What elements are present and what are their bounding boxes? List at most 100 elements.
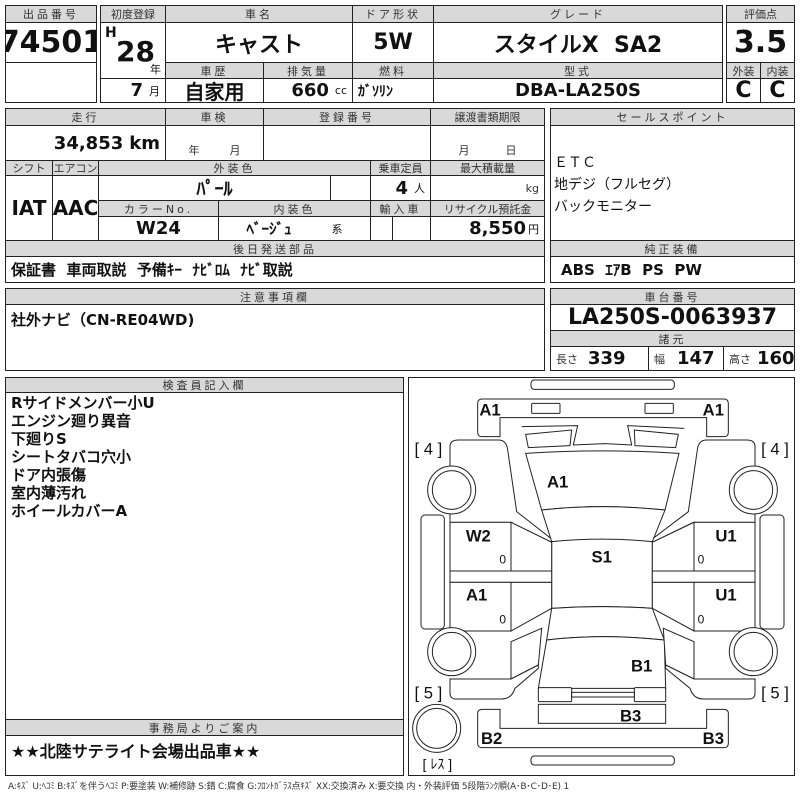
label-door-fl: W2 <box>466 527 491 546</box>
side-sill-left <box>420 514 445 630</box>
mileage-value: 34,853 <box>53 132 124 154</box>
fender-front-left <box>449 439 553 544</box>
ext-color-extra <box>330 175 371 201</box>
month: 7 <box>130 80 143 101</box>
fender-front-right <box>651 439 756 544</box>
max-load: kg <box>430 175 545 201</box>
mileage-label: 走行 <box>5 108 166 126</box>
equipment-label: 純正装備 <box>550 240 795 257</box>
label-tire-rr: [ 5 ] <box>761 683 789 702</box>
inspection-label: 車検 <box>165 108 264 126</box>
legend: A:ｷｽﾞ U:ﾍｺﾐ B:ｷｽﾞを伴うﾍｺﾐ P:要塗装 W:補修跡 S:錆 … <box>8 782 569 792</box>
label-hood: A1 <box>547 472 568 491</box>
label-spare: [ ﾚｽ ] <box>423 756 453 772</box>
door-label: ドア形状 <box>352 5 434 23</box>
car-diagram: A1 A1 A1 [ 4 ] [ 4 ] [ 5 ] [ 5 ] [ ﾚｽ ] … <box>412 379 789 772</box>
grade-label: グレード <box>433 5 723 23</box>
chassis-label: 車台番号 <box>550 288 795 305</box>
inspector-notes: Rサイドメンバー小U エンジン廻り異音 下廻りS シートタバコ穴小 ドア内張傷 … <box>5 392 404 720</box>
history: 自家用 <box>165 78 264 103</box>
displacement: 660 cc <box>263 78 353 103</box>
ext-grade-label: 外装 <box>726 62 761 79</box>
front-bar <box>530 379 675 390</box>
fender-rear-left <box>449 664 539 700</box>
capacity-value: 4 <box>395 177 408 199</box>
door-type: 5W <box>352 22 434 63</box>
label-door-rr: U1 <box>715 586 736 605</box>
tire-rear-left <box>427 627 477 677</box>
inspection-year-unit: 年 <box>188 144 200 157</box>
grille <box>521 425 685 446</box>
notes: 社外ナビ（CN-RE04WD) <box>5 304 545 371</box>
label-front-left: A1 <box>479 401 500 420</box>
color-no: W24 <box>98 216 219 241</box>
later-parts-label: 後日発送部品 <box>5 240 545 257</box>
displacement-unit: cc <box>334 84 347 97</box>
capacity-unit: 人 <box>414 182 425 195</box>
spec-height: 高さ 160 <box>723 346 795 371</box>
history-label: 車歴 <box>165 62 264 79</box>
spare-tire <box>412 703 462 753</box>
aircon: AAC <box>52 175 99 241</box>
inspector-item: 下廻りS <box>11 430 67 448</box>
inspector-item: シートタバコ穴小 <box>11 448 132 466</box>
reg-number <box>263 125 431 161</box>
lot-number: 74501 <box>5 22 97 63</box>
import-cell-2 <box>392 216 431 241</box>
shift-label: シフト <box>5 160 53 176</box>
height-value: 160 <box>757 348 795 369</box>
fog-lamp-left <box>531 402 561 414</box>
inspector-item: Rサイドメンバー小U <box>11 394 155 412</box>
height-label: 高さ <box>729 352 751 366</box>
label-door-rl: A1 <box>466 586 487 605</box>
int-grade-label: 内装 <box>760 62 795 79</box>
label-door-fr: U1 <box>715 527 736 546</box>
import-label: 輸入車 <box>370 200 431 217</box>
headlight-right <box>633 429 679 449</box>
year-unit: 年 <box>150 63 161 76</box>
lot-label: 出品番号 <box>5 5 97 23</box>
recycle-label: リサイクル預託金 <box>430 200 545 217</box>
score-label: 評価点 <box>726 5 795 23</box>
headlight-left <box>525 429 573 449</box>
fuel-label: 燃料 <box>352 62 434 79</box>
int-color-label: 内装色 <box>218 200 371 217</box>
label-front-right: A1 <box>703 401 724 420</box>
inspector-label: 検査員記入欄 <box>5 377 404 393</box>
tire-front-right <box>728 465 778 515</box>
car-name-label: 車名 <box>165 5 353 23</box>
import-cell-1 <box>370 216 393 241</box>
rear-bumper <box>477 708 729 749</box>
sales-point-item: ＥＴＣ <box>554 155 596 171</box>
office-notice: ★★北陸サテライト会場出品車★★ <box>5 735 404 776</box>
displacement-value: 660 <box>291 80 329 101</box>
sales-point-item: 地デジ（フルセグ） <box>554 177 680 193</box>
max-load-label: 最大積載量 <box>430 160 545 176</box>
equipment: ABS ｴｱB PS PW <box>550 256 795 283</box>
trunk-panel <box>537 703 667 724</box>
tail-lamp-left <box>537 687 573 703</box>
sales-point-item: バックモニター <box>554 199 652 215</box>
diagram-frame <box>408 377 795 776</box>
rear-glass <box>546 606 666 641</box>
tire-front-left <box>427 465 477 515</box>
transfer-month-unit: 月 <box>458 144 470 157</box>
door-rear-right <box>693 581 756 632</box>
pillar-right <box>651 570 756 583</box>
later-parts: 保証書 車両取説 予備ｷｰ ﾅﾋﾞﾛﾑ ﾅﾋﾞ取説 <box>5 256 545 283</box>
side-sill-right <box>759 514 785 630</box>
era: H <box>105 25 117 41</box>
notes-label: 注意事項欄 <box>5 288 545 305</box>
tail-lamp-right <box>633 687 667 703</box>
label-trunk: B3 <box>620 706 641 725</box>
lot-empty <box>5 62 97 103</box>
door-rr-count: 0 <box>698 612 705 626</box>
chassis-number: LA250S-0063937 <box>550 304 795 331</box>
length-value: 339 <box>588 348 626 369</box>
int-color: ﾍﾞｰｼﾞｭ系 <box>218 216 371 241</box>
transfer-label: 譲渡書類期限 <box>430 108 545 126</box>
label-rear-right: B3 <box>703 729 724 748</box>
